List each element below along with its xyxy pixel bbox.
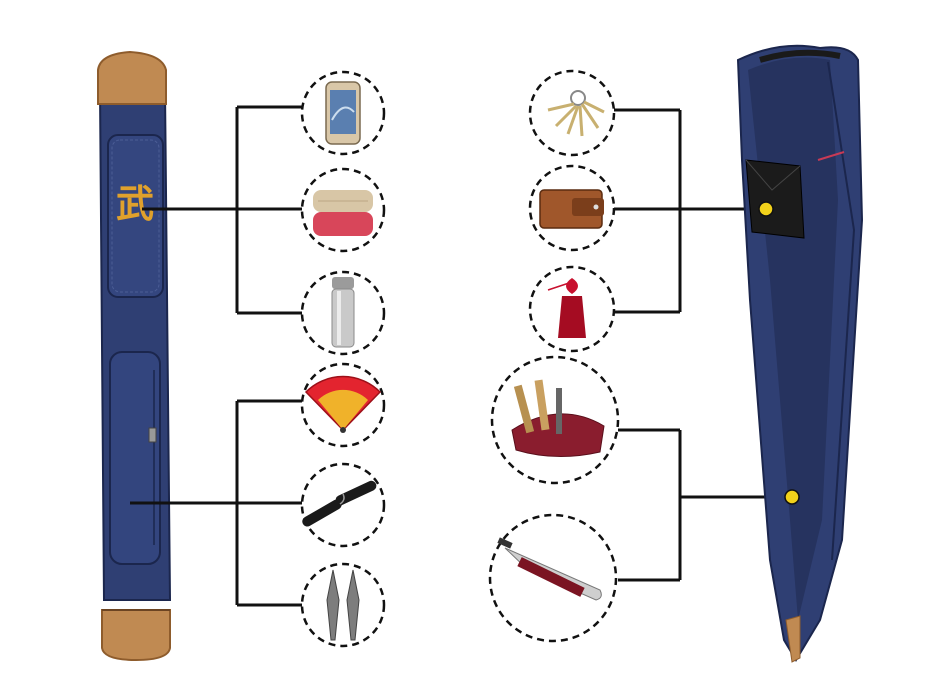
lower-pocket	[109, 351, 161, 565]
thermos-icon	[300, 270, 386, 356]
leather-top-cap	[97, 50, 167, 105]
keys-icon	[528, 69, 616, 157]
swords-in-bag-icon	[490, 355, 620, 485]
left-sword-bag: 武	[97, 50, 172, 662]
pocket-marker-dot	[758, 201, 774, 217]
bag-logo-mark: 武	[116, 181, 154, 226]
spear-head-icon	[300, 562, 386, 648]
left-connectors	[130, 105, 302, 607]
leather-bottom-cap	[101, 609, 171, 662]
nunchaku-icon	[300, 462, 386, 548]
upper-pocket	[107, 134, 164, 298]
leather-bottom-cap	[785, 615, 801, 663]
phone-icon	[300, 70, 386, 156]
tassel-icon	[528, 265, 616, 353]
fan-icon	[300, 362, 386, 448]
towel-icon	[300, 167, 386, 253]
right-sword-bag-open	[736, 44, 864, 663]
inner-pocket	[745, 159, 805, 239]
wallet-icon	[528, 164, 616, 252]
right-connectors	[614, 108, 790, 582]
compartment-marker-dot	[784, 489, 800, 505]
zipper-pull	[148, 427, 157, 443]
broadsword-icon	[488, 513, 618, 643]
